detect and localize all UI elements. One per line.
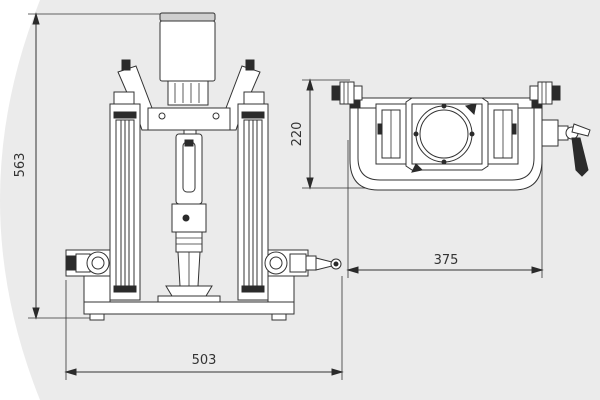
- dimension-220: 220: [290, 78, 370, 190]
- dimension-label-563: 563: [13, 153, 28, 178]
- dimension-563: 563: [13, 12, 160, 320]
- right-clamp: [264, 249, 342, 277]
- right-carriage: [487, 103, 519, 165]
- left-column: [109, 103, 141, 301]
- front-view: 563 503: [13, 12, 344, 380]
- top-left-knob: [331, 81, 363, 105]
- dimension-503: 503: [64, 276, 344, 380]
- spindle: [157, 133, 221, 303]
- top-view: 220 375: [290, 78, 591, 278]
- left-clamp: [65, 249, 111, 277]
- center-plate: [405, 97, 489, 173]
- top-right-knob: [529, 81, 561, 105]
- dimension-label-375: 375: [434, 253, 459, 268]
- top-bracket: [113, 59, 265, 141]
- left-carriage: [375, 103, 407, 165]
- dimension-375: 375: [346, 140, 544, 278]
- clamp-lever: [541, 119, 591, 177]
- motor: [159, 12, 216, 106]
- right-column: [237, 103, 269, 301]
- dimension-label-220: 220: [290, 122, 305, 147]
- dimension-label-503: 503: [192, 353, 217, 368]
